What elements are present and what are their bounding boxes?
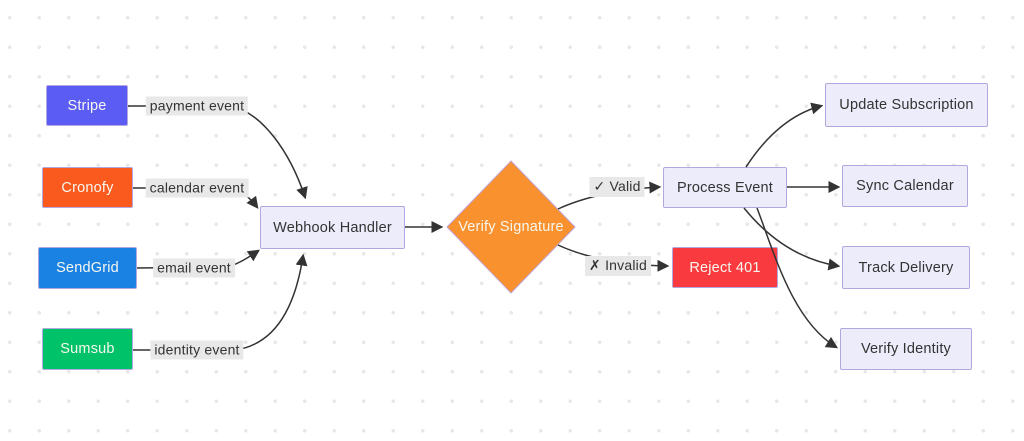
node-verify-signature: Verify Signature [458,219,564,235]
node-sendgrid: SendGrid [38,247,137,289]
node-webhook-handler: Webhook Handler [260,206,405,249]
edge-label-email-event: email event [153,258,235,278]
node-update-subscription: Update Subscription [825,83,988,127]
node-sync-calendar: Sync Calendar [842,165,968,207]
node-cronofy: Cronofy [42,167,133,208]
node-sumsub: Sumsub [42,328,133,370]
node-verify-identity: Verify Identity [840,328,972,370]
edge-label-invalid: ✗ Invalid [585,256,651,276]
node-track-delivery: Track Delivery [842,246,970,289]
edge-label-identity-event: identity event [150,340,244,360]
node-process-event: Process Event [663,167,787,208]
edge-label-payment-event: payment event [145,96,249,116]
node-stripe: Stripe [46,85,128,126]
edge-label-valid: ✓ Valid [589,177,645,197]
edge-label-calendar-event: calendar event [145,178,249,198]
verify-signature-diamond [446,160,576,294]
